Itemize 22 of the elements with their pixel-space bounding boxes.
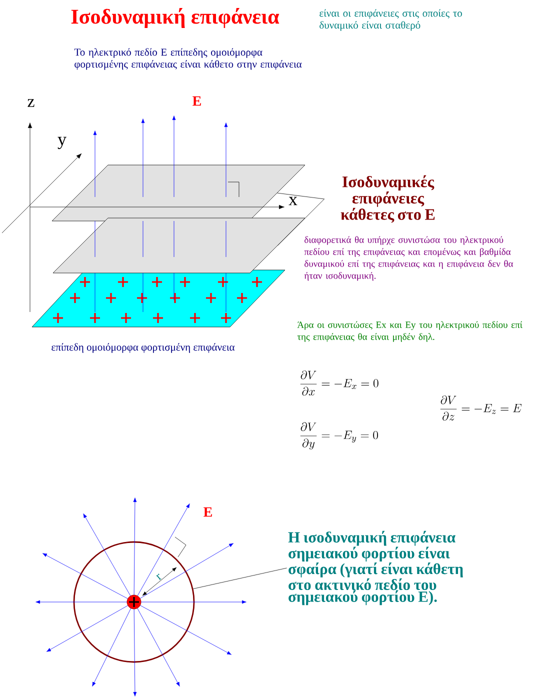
leader-line [278,198,324,246]
formula: $\frac{\partial V}{\partial z} = -E_z = E$ [440,395,522,421]
note-text: διαφορετικά θα υπήρχε συνιστώσα του ηλεκτρικού πεδίου επί της επιφάνειας και επομένως και βαθμίδα δυναμικού επί της επιφάνειας και η επιφάνεια δεν θα ήταν ισοδυναμική. [304,236,514,281]
field-label: E [204,507,212,517]
axis-label: x [288,196,298,206]
equipotential-plane [52,164,306,222]
caption-text: επίπεδη ομοιόμορφα φορτισμένη επιφάνεια [52,343,235,353]
heading-text: Ισοδυναμικές επιφάνειες κάθετες στο Ε [340,175,435,223]
explanation-text: Η ισοδυναμική επιφάνεια σημειακού φορτίου είναι σφαίρα (γιατί είναι κάθετη στο ακτινικό πεδίο του σημειακού φορτίου Ε). [288,530,463,606]
note-text: είναι οι επιφάνειες στις οποίες το δυναμικό είναι σταθερό [320,9,462,31]
axis-label: z [28,99,34,107]
formula: $\frac{\partial V}{\partial x} = -E_x = 0$ [300,370,378,396]
equipotential-plane [52,218,306,274]
equipotential-sphere [73,541,195,663]
title: Ισοδυναμική επιφάνεια [71,8,280,28]
formula: $\frac{\partial V}{\partial y} = -E_y = 0$ [300,422,378,450]
radius-label: r [156,574,162,580]
leader-line [277,192,324,200]
note-text: Το ηλεκτρικό πεδίο Ε επίπεδης ομοιόμορφα φορτισμένης επιφάνειας είναι κάθετο στην επιφάνεια [74,48,302,70]
leader-line [193,568,287,590]
note-text: Άρα οι συνιστώσες Ex και Ey του ηλεκτρικού πεδίου επί της επιφάνειας θα είναι μηδέν δηλ. [297,321,522,342]
field-label: E [192,96,201,106]
